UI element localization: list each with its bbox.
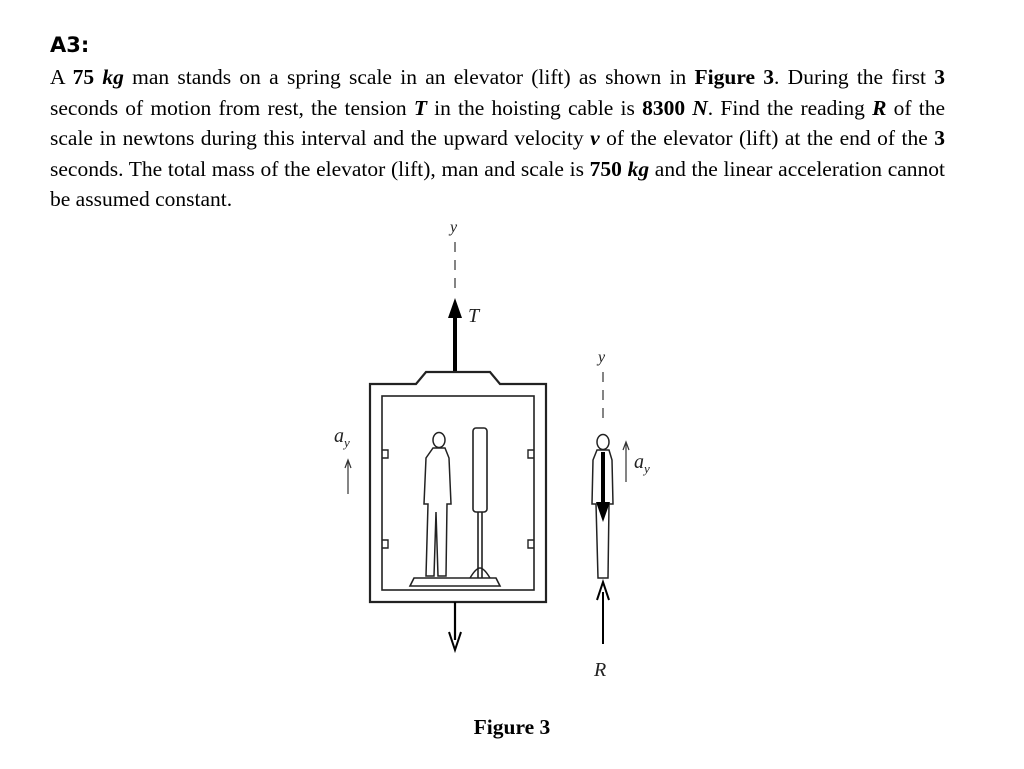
man-silhouette (423, 431, 452, 577)
accel-left-label: ay (334, 425, 350, 450)
elevator-frame-outer (368, 370, 548, 604)
scale-foot (469, 567, 491, 579)
figure-caption: Figure 3 (473, 715, 551, 739)
problem-text-segment: seconds. The total mass of the elevator … (50, 156, 590, 181)
problem-text-segment: Figure 3 (694, 65, 775, 89)
problem-text-segment: A (50, 65, 73, 89)
problem-text-segment: 3 (934, 65, 946, 89)
problem-text-segment: kg (102, 65, 124, 89)
elevator-bracket-left (382, 449, 389, 549)
elevator-bracket-right (527, 449, 534, 549)
y-axis-right-label: y (596, 349, 606, 366)
problem-text-segment: 75 (72, 65, 95, 89)
figure-3-diagram: y T ay y (318, 212, 668, 692)
elevator-frame-inner (381, 395, 535, 591)
problem-label: A3: (50, 33, 90, 57)
problem-text-segment: 750 (589, 156, 622, 181)
problem-text-segment: T (413, 95, 427, 120)
accel-right-label: ay (634, 451, 650, 476)
weight-arrowhead (448, 631, 462, 654)
problem-text-segment: and the linear acceleration cannot be as… (50, 156, 946, 212)
problem-text-segment: N (692, 95, 708, 120)
man-fbd-silhouette (591, 433, 614, 579)
problem-text-segment: 8300 (642, 95, 686, 120)
problem-text-segment: . During the first (774, 65, 935, 89)
problem-text-segment: of the elevator (lift) at the end of the (599, 126, 935, 150)
tension-label: T (468, 305, 481, 327)
accel-left-arrowhead (344, 458, 352, 469)
reaction-arrowhead (596, 578, 610, 601)
scale-post (477, 512, 483, 578)
scale-head (472, 427, 488, 513)
y-axis-left-label: y (448, 219, 458, 236)
fbd-weight-arrowhead (596, 502, 610, 522)
problem-text-segment: 3 (934, 126, 945, 150)
problem-text-segment: of the scale in newtons during this inte… (50, 95, 946, 151)
problem-text-segment: in the hoisting cable is (426, 95, 643, 120)
accel-right-arrowhead (622, 440, 630, 451)
problem-text-segment: R (872, 95, 887, 120)
reaction-label: R (593, 659, 606, 681)
problem-text-segment: kg (627, 156, 650, 181)
problem-text-segment: . Find the reading (707, 95, 873, 120)
problem-text-segment: man stands on a spring scale in an eleva… (123, 65, 695, 89)
problem-text-segment: v (590, 126, 600, 150)
problem-statement: A 75 kg man stands on a spring scale in … (50, 62, 945, 215)
scale-base (408, 577, 502, 587)
problem-text-segment: seconds of motion from rest, the tension (50, 95, 414, 120)
tension-arrowhead (448, 298, 462, 318)
